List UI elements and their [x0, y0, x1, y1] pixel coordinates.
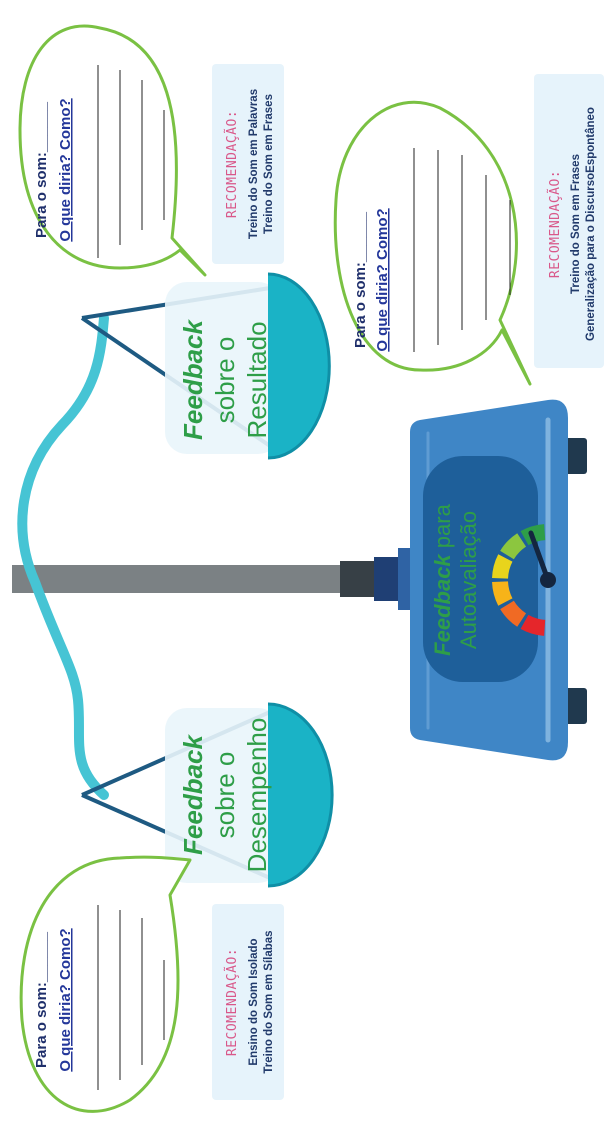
scale-base: Feedback para Autoavaliação — [410, 400, 587, 761]
rec-bottom-line1: Ensino do Som Isolado — [248, 938, 260, 1065]
screen-line1: Feedback para — [430, 503, 455, 655]
rec-top-line2: Treino do Som em Frases — [263, 94, 275, 234]
rec-top-line1: Treino do Som em Palavras — [248, 89, 260, 239]
recommendation-top: RECOMENDAÇÃO: Treino do Som em Palavras … — [212, 64, 284, 264]
pan-desempenho-line2: sobre o — [210, 752, 240, 839]
screen-line2: Autoavaliação — [456, 511, 481, 649]
scale-pan-icon — [268, 274, 329, 458]
bubble-right-question-2: O que diria? Como? — [374, 208, 391, 351]
recommendation-right: RECOMENDAÇÃO: Treino do Som em Frases Ge… — [534, 74, 604, 368]
gauge-hub — [540, 572, 556, 588]
bubble-top-question-2: O que diria? Como? — [57, 98, 74, 241]
recommendation-bottom: RECOMENDAÇÃO: Ensino do Som Isolado Trei… — [212, 904, 284, 1100]
post-connector-dark — [340, 561, 376, 597]
speech-bubble-bottom: Para o som:______ O que diria? Como? — [21, 857, 190, 1111]
pan-desempenho-line3: Desempenho — [242, 718, 272, 873]
rec-bottom-caption: RECOMENDAÇÃO: — [224, 948, 240, 1056]
post-connector-navy — [374, 557, 402, 601]
screen-italic: Feedback — [430, 553, 455, 656]
pan-resultado-line2: sobre o — [210, 337, 240, 424]
rec-right-line1: Treino do Som em Frases — [570, 154, 582, 294]
bubble-bottom-question-2: O que diria? Como? — [57, 928, 74, 1071]
balance-beam — [22, 318, 104, 795]
bubble-top-question-1: Para o som:______ — [33, 101, 50, 238]
pan-resultado-line3: Resultado — [242, 321, 272, 438]
pan-desempenho-italic: Feedback — [178, 733, 208, 854]
scale-post — [12, 565, 342, 593]
pan-resultado-italic: Feedback — [178, 318, 208, 439]
post-connector-blue — [398, 548, 412, 610]
rec-right-line2: Generalização para o DiscursoEspontâneo — [585, 107, 597, 341]
bubble-bottom-question-1: Para o som:______ — [33, 931, 50, 1068]
rec-top-caption: RECOMENDAÇÃO: — [224, 110, 240, 218]
rec-bottom-line2: Treino do Som em Sílabas — [263, 930, 275, 1073]
bubble-right-question-1: Para o som:______ — [352, 211, 369, 348]
scale-pan-icon — [268, 704, 332, 886]
screen-rest: para — [430, 503, 455, 554]
pan-resultado: Feedback sobre o Resultado — [82, 274, 329, 458]
speech-bubble-right: Para o som:______ O que diria? Como? — [335, 102, 530, 384]
rec-right-caption: RECOMENDAÇÃO: — [547, 170, 563, 278]
speech-bubble-top: Para o som:______ O que diria? Como? — [20, 26, 205, 275]
